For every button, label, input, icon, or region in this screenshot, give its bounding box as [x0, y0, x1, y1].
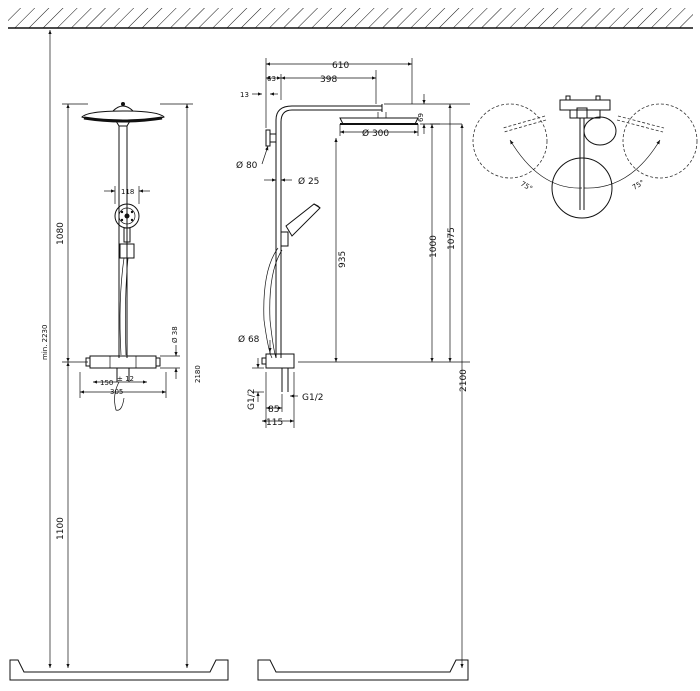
dim-head-1000: 1000	[429, 235, 439, 258]
dim-115: 115	[266, 418, 283, 428]
dim-head-h: 69	[417, 113, 425, 122]
ceiling	[8, 8, 693, 29]
dim-pipe: Ø 25	[298, 176, 319, 187]
dim-head-dia: Ø 300	[362, 128, 389, 139]
angle-left: 75°	[519, 180, 534, 193]
dim-thread-v: G1/2	[247, 389, 257, 410]
dim-shower-height: 1080	[56, 222, 66, 245]
side-view: 610 63 398 13 Ø 300 69 Ø 80 Ø 25 935 100…	[236, 58, 470, 668]
hand-shower-front	[114, 203, 140, 259]
dim-rail: 935	[338, 251, 348, 268]
dim-rose: Ø 80	[236, 160, 258, 171]
dim-mixer-height: 1100	[56, 517, 66, 540]
dim-arm: 398	[320, 75, 337, 85]
top-view: 75° 75°	[472, 95, 698, 219]
hand-shower-side	[280, 203, 321, 247]
dim-spacing-b: ± 12	[117, 375, 134, 383]
dim-arm-total: 610	[332, 61, 349, 71]
dim-wall: 63	[267, 75, 276, 83]
dim-overall: 2180	[194, 365, 202, 383]
dim-2100: 2100	[459, 369, 469, 392]
floor-right	[257, 659, 469, 681]
dim-spacing-a: 150	[100, 379, 113, 387]
dim-head-1075: 1075	[447, 227, 457, 250]
thermostat-front	[85, 355, 161, 411]
floor-left	[9, 659, 229, 681]
dim-bracket: 13	[240, 91, 249, 99]
dim-width: 305	[110, 388, 123, 396]
dim-total-height: min. 2230	[41, 325, 49, 360]
angle-right: 75°	[631, 179, 646, 192]
dim-thread-h: G1/2	[302, 393, 323, 403]
dim-mixer-dia: Ø 38	[171, 326, 179, 343]
dim-handshower: 118	[121, 188, 134, 196]
dim-mixer-dia-side: Ø 68	[238, 334, 260, 345]
front-view: min. 2230 1080 1100 2180 118 Ø 38 150 ± …	[41, 30, 202, 668]
dim-85: 85	[268, 405, 279, 415]
